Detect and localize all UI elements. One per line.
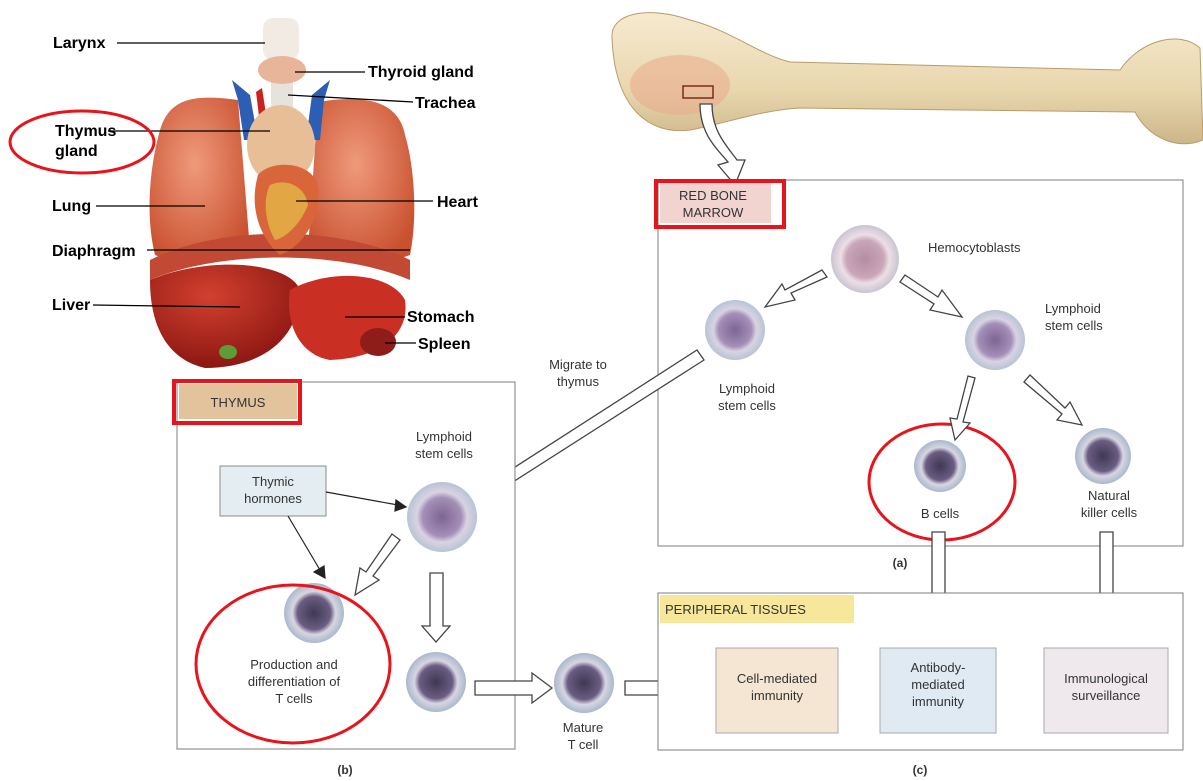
panel-letter-c: (c): [913, 763, 928, 777]
label-antibody-1: Antibody-: [911, 660, 966, 675]
natural-killer-cell: [1075, 428, 1131, 484]
hemocytoblast-cell: [831, 225, 899, 293]
label-larynx: Larynx: [53, 35, 106, 52]
lymphoid-left-cell: [705, 300, 765, 360]
thyroid-shape: [258, 56, 306, 84]
label-immuno-2: surveillance: [1072, 688, 1141, 703]
label-diaphragm: Diaphragm: [52, 243, 136, 260]
label-lymphoid-left-1: Lymphoid: [719, 381, 775, 396]
label-heart: Heart: [437, 194, 479, 211]
peripheral-title: PERIPHERAL TISSUES: [665, 602, 806, 617]
label-spleen: Spleen: [418, 336, 470, 353]
label-cellmed-1: Cell-mediated: [737, 671, 817, 686]
label-antibody-2: mediated: [911, 677, 964, 692]
label-hemocytoblasts: Hemocytoblasts: [928, 240, 1021, 255]
label-liver: Liver: [52, 297, 90, 314]
label-lymphoid-right-1: Lymphoid: [1045, 301, 1101, 316]
t-cell-differentiated: [406, 652, 466, 712]
gallbladder-shape: [219, 345, 237, 359]
femur-illustration: [612, 13, 1203, 144]
thymus-highlight-circle: [10, 111, 154, 173]
marrow-title-2: MARROW: [683, 205, 744, 220]
panel-letter-b: (b): [337, 763, 352, 777]
thymus-lymphoid-cell: [407, 482, 477, 552]
label-thymus-1: Thymus: [55, 123, 116, 140]
label-lymphoid-right-2: stem cells: [1045, 318, 1103, 333]
mature-t-cell: [554, 653, 614, 713]
label-migrate-2: thymus: [557, 374, 599, 389]
larynx-shape: [263, 18, 299, 60]
thymus-title: THYMUS: [211, 395, 266, 410]
label-thymus-lymphoid-2: stem cells: [415, 446, 473, 461]
label-hormones-1: Thymic: [252, 474, 294, 489]
label-nk-1: Natural: [1088, 488, 1130, 503]
label-trachea: Trachea: [415, 95, 476, 112]
label-thyroid: Thyroid gland: [368, 64, 474, 81]
label-nk-2: killer cells: [1081, 505, 1138, 520]
marrow-title-1: RED BONE: [679, 188, 747, 203]
lymphoid-right-cell: [965, 310, 1025, 370]
label-stomach: Stomach: [407, 309, 475, 326]
label-hormones-2: hormones: [244, 491, 302, 506]
label-mature-2: T cell: [568, 737, 599, 752]
marrow-region: [630, 55, 730, 115]
label-production-1: Production and: [250, 657, 337, 672]
label-migrate-1: Migrate to: [549, 357, 607, 372]
label-mature-1: Mature: [563, 720, 603, 735]
label-thymus-lymphoid-1: Lymphoid: [416, 429, 472, 444]
spleen-shape: [360, 328, 396, 356]
label-b-cells: B cells: [921, 506, 960, 521]
label-thymus-2: gland: [55, 143, 98, 160]
label-antibody-3: immunity: [912, 694, 965, 709]
label-immuno-1: Immunological: [1064, 671, 1148, 686]
panel-letter-a: (a): [893, 556, 908, 570]
label-production-3: T cells: [275, 691, 313, 706]
b-cell: [914, 440, 966, 492]
label-lymphoid-left-2: stem cells: [718, 398, 776, 413]
label-lung: Lung: [52, 198, 91, 215]
label-production-2: differentiation of: [248, 674, 341, 689]
label-cellmed-2: immunity: [751, 688, 804, 703]
